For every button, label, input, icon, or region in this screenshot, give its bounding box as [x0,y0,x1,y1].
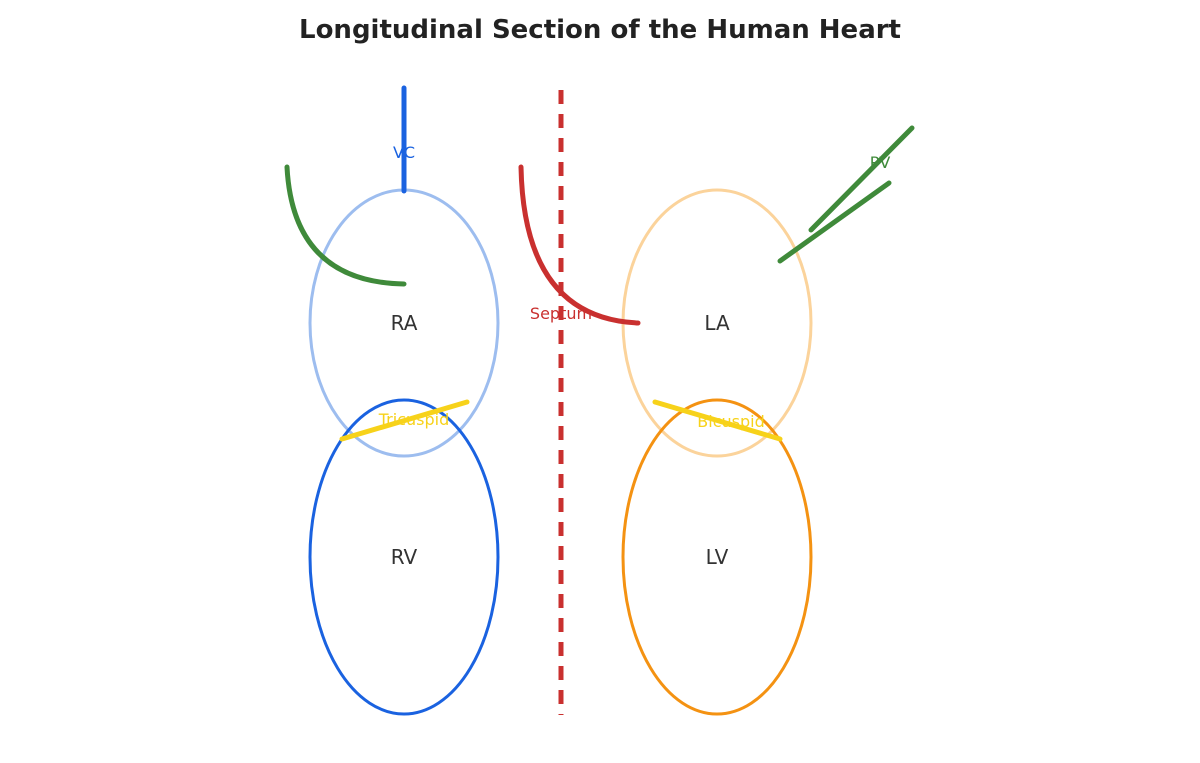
right-ventricle [308,398,500,716]
pulmonary-vein-line-1 [808,125,915,233]
label-lv: LV [706,545,729,569]
label-ra: RA [391,311,418,335]
right-vessel-arc [284,164,407,287]
label-vc: VC [393,143,415,162]
tricuspid-valve-line [339,399,470,442]
left-ventricle [621,398,813,716]
label-pv: PV [870,153,891,172]
pulmonary-vein-line-2 [777,180,892,264]
label-rv: RV [391,545,418,569]
label-bicuspid: Bicuspid [697,412,764,431]
diagram-title: Longitudinal Section of the Human Heart [299,15,901,45]
bicuspid-valve-line [652,399,783,442]
label-septum: Septum [530,304,592,323]
label-tricuspid: Tricuspid [378,410,449,429]
label-la: LA [704,311,730,335]
septum-arc [518,164,641,326]
